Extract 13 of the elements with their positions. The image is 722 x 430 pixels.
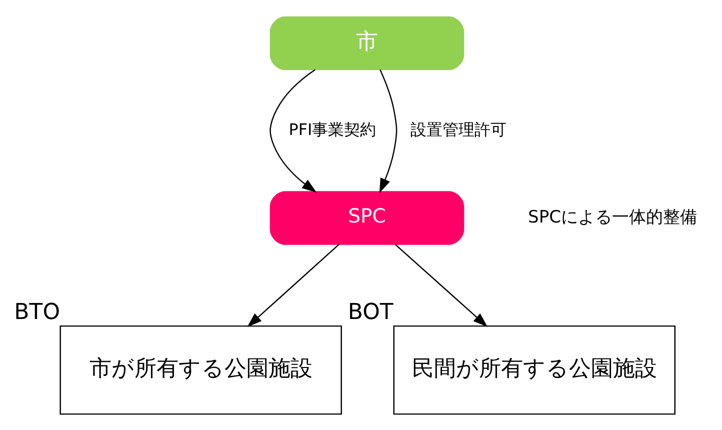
edge-label: 設置管理許可: [410, 119, 506, 138]
node-label: BTO: [14, 300, 60, 325]
edge-label: PFI事業契約: [288, 119, 376, 138]
arrow: [246, 243, 340, 327]
node-box: 市: [269, 16, 464, 70]
node-box: SPC: [269, 190, 464, 244]
node-box: 市が所有する公園施設: [59, 324, 342, 414]
arrow: [394, 243, 488, 327]
node-label: BOT: [347, 300, 393, 325]
label: SPCによる一体的整備: [528, 206, 697, 227]
arrow: [269, 68, 316, 192]
arrow: [378, 69, 397, 193]
node-box: 民間が所有する公園施設: [392, 324, 675, 414]
